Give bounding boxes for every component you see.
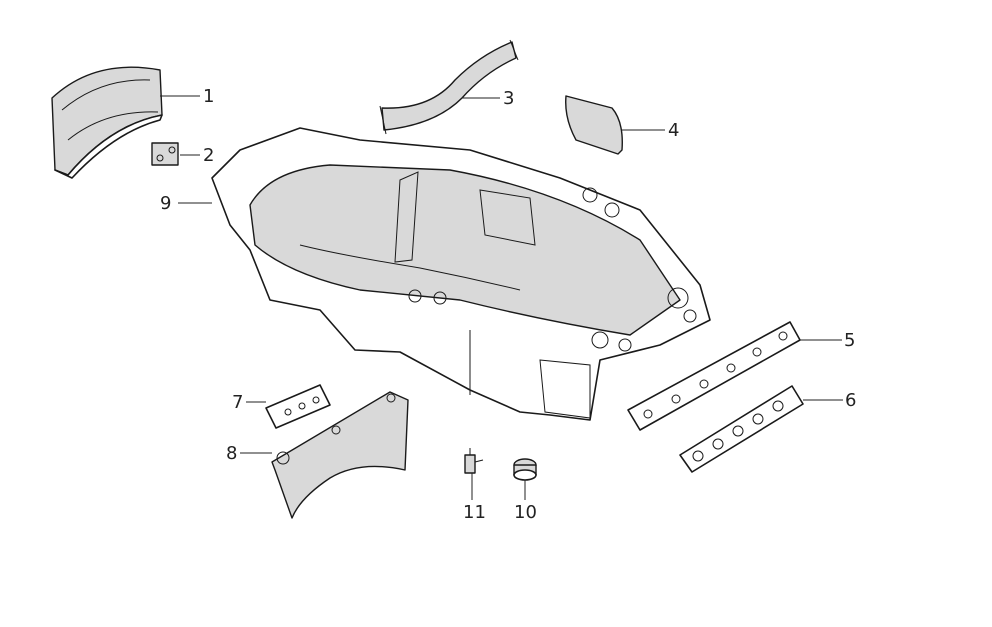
callout-4: 4	[668, 120, 679, 141]
part-2-screws	[151, 142, 179, 166]
part-11-valve	[464, 448, 484, 474]
callout-7: 7	[232, 392, 243, 413]
part-3-strap	[379, 39, 519, 135]
callout-6: 6	[845, 390, 856, 411]
part-7-nut-plate	[265, 384, 331, 429]
part-4-cover-plate	[565, 95, 623, 155]
callout-2: 2	[203, 145, 214, 166]
part-8-side-panel	[271, 391, 409, 519]
callout-1: 1	[203, 86, 214, 107]
part-9-storage-box	[211, 127, 711, 421]
callout-9: 9	[160, 193, 171, 214]
part-10-grommet	[513, 458, 537, 481]
part-1-shield-panel	[51, 66, 163, 179]
callout-8: 8	[226, 443, 237, 464]
callout-5: 5	[844, 330, 855, 351]
callout-3: 3	[503, 88, 514, 109]
leader-lines	[160, 95, 843, 500]
part-6-washer-strip	[679, 385, 804, 473]
callout-10: 10	[514, 502, 537, 523]
callout-11: 11	[463, 502, 486, 523]
